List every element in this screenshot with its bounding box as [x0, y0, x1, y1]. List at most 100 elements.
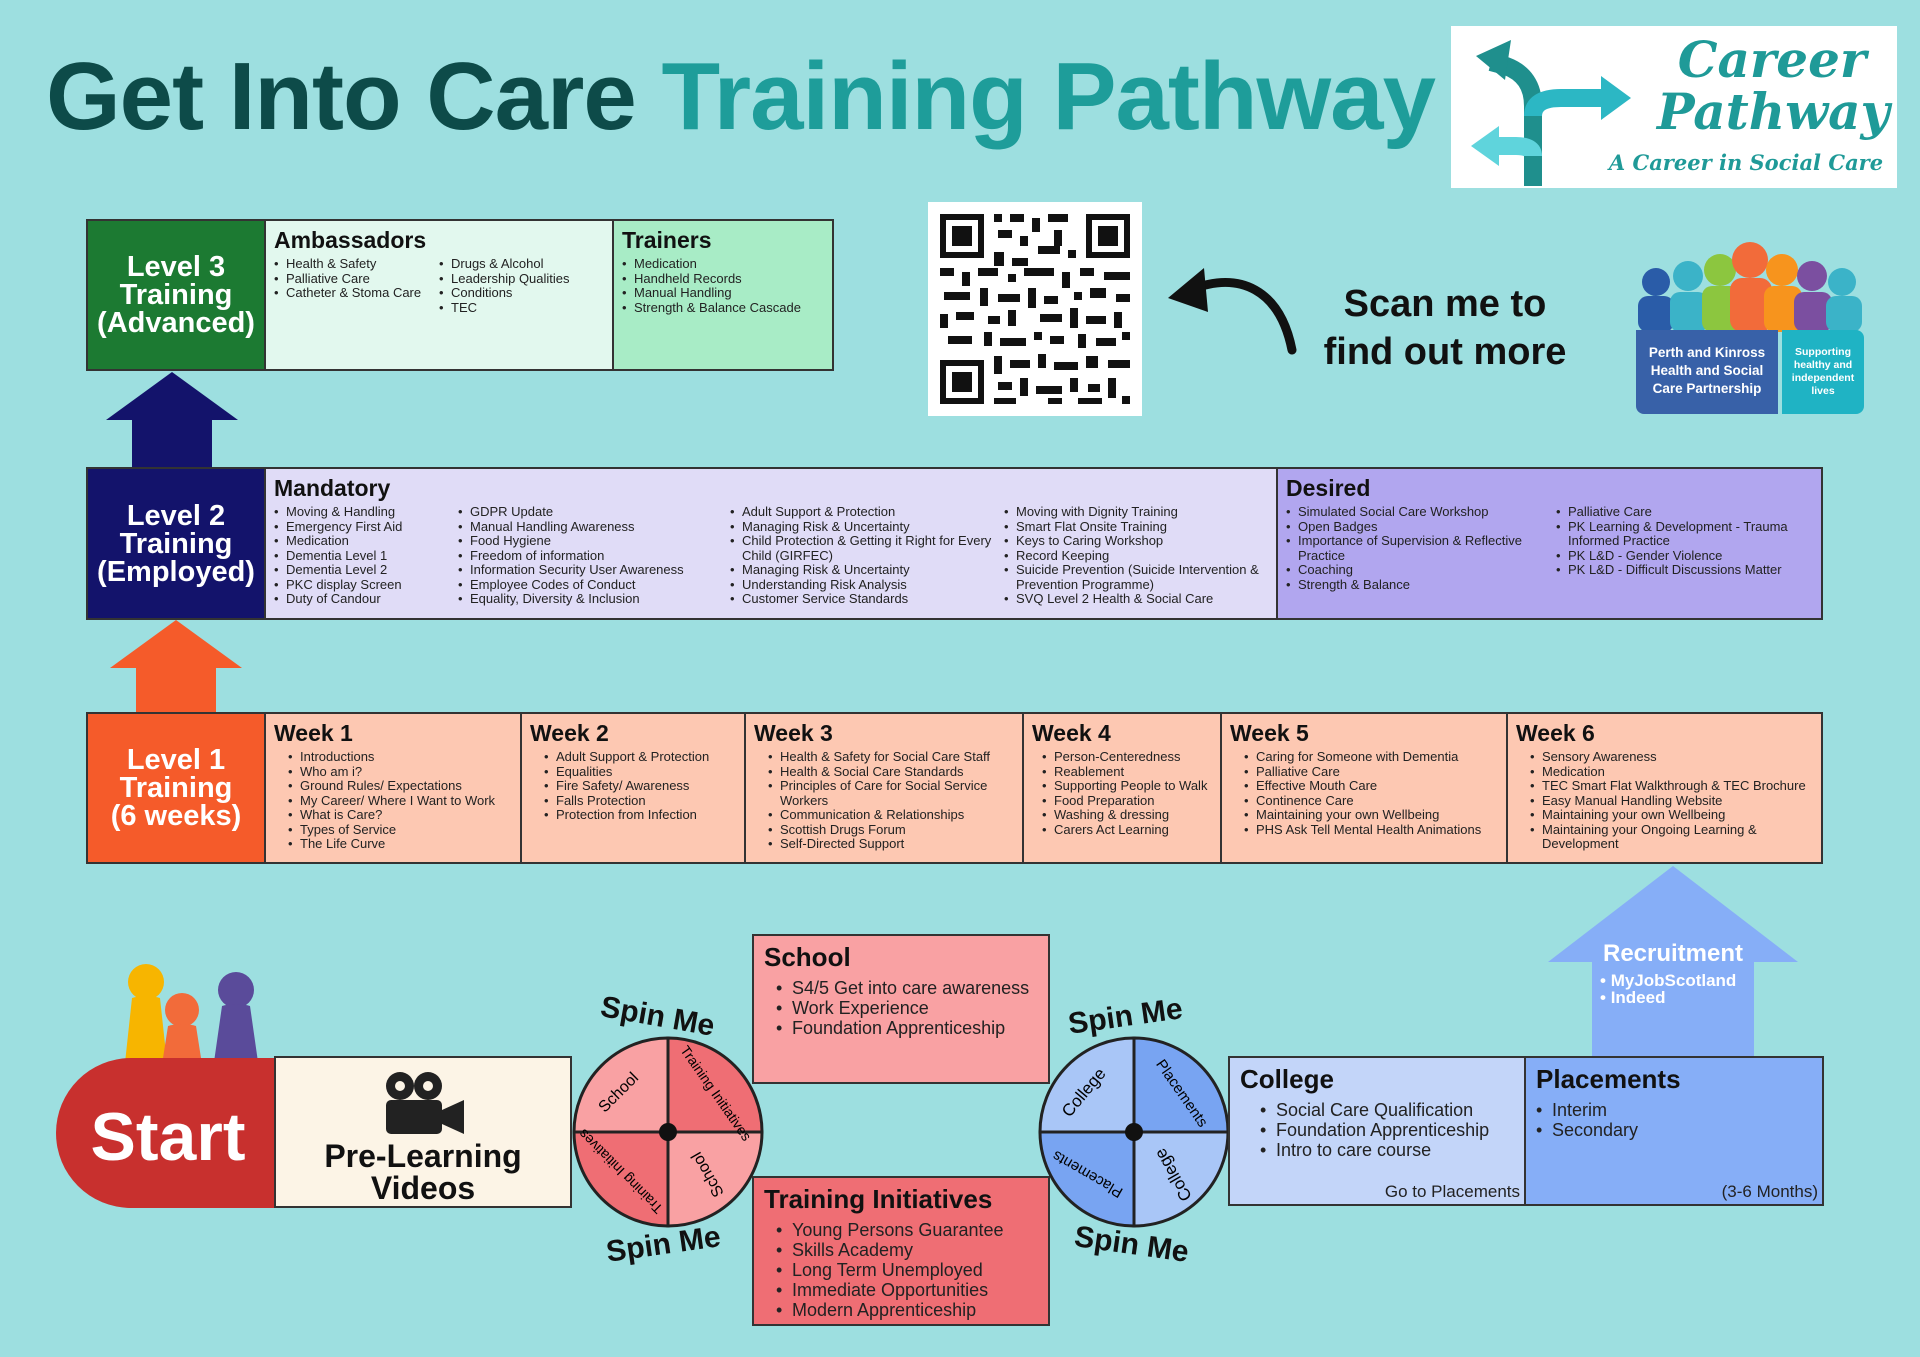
- curved-arrow-icon: [1168, 268, 1297, 355]
- list-item: Secondary: [1536, 1120, 1812, 1140]
- level3-label-line1: Level 3: [126, 251, 226, 283]
- list-item: Simulated Social Care Workshop: [1286, 504, 1556, 520]
- list-item: Fire Safety/ Awareness: [544, 778, 736, 794]
- list-item: Foundation Apprenticeship: [776, 1018, 1038, 1038]
- level3-label: Level 3 Training (Advanced): [86, 219, 266, 371]
- scan-line1: Scan me to: [1343, 283, 1547, 325]
- logo-line1: Career: [1677, 30, 1867, 89]
- level1-label: Level 1 Training (6 weeks): [86, 712, 266, 864]
- people-group-icon: [1638, 242, 1862, 332]
- recruitment-title: Recruitment: [1602, 940, 1744, 967]
- pre-learning-line2: Videos: [370, 1170, 476, 1206]
- week1-panel: Week 1 Introductions Who am i? Ground Ru…: [266, 712, 522, 864]
- list-item: GDPR Update: [458, 504, 730, 520]
- list-item: TEC: [439, 300, 604, 316]
- myjobscotland-link[interactable]: MyJobScotland: [1610, 971, 1737, 990]
- list-item: Customer Service Standards: [730, 591, 1004, 607]
- list-item: Strength & Balance Cascade: [622, 300, 824, 316]
- level2-label: Level 2 Training (Employed): [86, 467, 266, 620]
- list-item: PK L&D - Difficult Discussions Matter: [1556, 562, 1813, 578]
- week3-panel: Week 3 Health & Safety for Social Care S…: [746, 712, 1024, 864]
- start-label: Start: [90, 1099, 246, 1175]
- list-item: Medication: [1530, 764, 1813, 780]
- list-item: Equalities: [544, 764, 736, 780]
- list-item: Immediate Opportunities: [776, 1280, 1038, 1300]
- desired-panel: Desired Simulated Social Care Workshop O…: [1278, 467, 1823, 620]
- list-item: PK L&D - Gender Violence: [1556, 548, 1813, 564]
- week5-panel: Week 5 Caring for Someone with Dementia …: [1222, 712, 1508, 864]
- mandatory-col2: GDPR Update Manual Handling Awareness Fo…: [458, 504, 730, 607]
- list-item: Continence Care: [1244, 793, 1498, 809]
- list-item[interactable]: • Indeed: [1600, 988, 1666, 1007]
- recruitment-arrow-icon: [1548, 866, 1798, 1058]
- list-item: Sensory Awareness: [1530, 749, 1813, 765]
- trainers-panel: Trainers Medication Handheld Records Man…: [614, 219, 834, 371]
- list-item: Supporting People to Walk: [1042, 778, 1212, 794]
- list-item: Emergency First Aid: [274, 519, 458, 535]
- video-camera-icon: [386, 1072, 464, 1134]
- list-item: TEC Smart Flat Walkthrough & TEC Brochur…: [1530, 778, 1813, 794]
- list-item: Reablement: [1042, 764, 1212, 780]
- list-item: PK Learning & Development - Trauma Infor…: [1556, 519, 1813, 549]
- mandatory-col3: Adult Support & Protection Managing Risk…: [730, 504, 1004, 607]
- level2-label-line1: Level 2: [126, 499, 226, 532]
- list-item: Types of Service: [288, 822, 512, 838]
- list-item: Carers Act Learning: [1042, 822, 1212, 838]
- list-item: Social Care Qualification: [1260, 1100, 1514, 1120]
- list-item: Health & Safety: [274, 256, 439, 272]
- level1-label-line2: Training: [119, 772, 233, 804]
- title-part1: Get Into Care: [46, 43, 637, 150]
- college-box: College Social Care Qualification Founda…: [1228, 1056, 1526, 1206]
- level3-label-line2: Training: [119, 279, 233, 311]
- list-item: Skills Academy: [776, 1240, 1038, 1260]
- duration-note: (3-6 Months): [1721, 1182, 1818, 1201]
- list-item: Medication: [274, 533, 458, 549]
- placements-title: Placements: [1536, 1064, 1681, 1094]
- list-item: Falls Protection: [544, 793, 736, 809]
- list-item: Food Hygiene: [458, 533, 730, 549]
- list-item: Manual Handling: [622, 285, 824, 301]
- scan-line2: find out more: [1323, 331, 1567, 373]
- week2-panel: Week 2 Adult Support & Protection Equali…: [522, 712, 746, 864]
- list-item: The Life Curve: [288, 836, 512, 852]
- start-tile[interactable]: Start: [56, 1058, 280, 1208]
- list-item: What is Care?: [288, 807, 512, 823]
- list-item: Scottish Drugs Forum: [768, 822, 1014, 838]
- spinner-school-training[interactable]: School Training Initiatives Training Ini…: [572, 1036, 764, 1228]
- qr-code-icon: [940, 214, 1130, 404]
- list-item: Maintaining your own Wellbeing: [1530, 807, 1813, 823]
- list-item: Strength & Balance: [1286, 577, 1556, 593]
- indeed-link[interactable]: Indeed: [1610, 988, 1666, 1007]
- list-item: Maintaining your Ongoing Learning & Deve…: [1530, 822, 1813, 852]
- list-item: Open Badges: [1286, 519, 1556, 535]
- list-item: Maintaining your own Wellbeing: [1244, 807, 1498, 823]
- list-item: Freedom of information: [458, 548, 730, 564]
- title-part2: Training Pathway: [661, 43, 1436, 150]
- list-item: Managing Risk & Uncertainty: [730, 519, 1004, 535]
- list-item: Young Persons Guarantee: [776, 1220, 1038, 1240]
- list-item: Self-Directed Support: [768, 836, 1014, 852]
- list-item: Food Preparation: [1042, 793, 1212, 809]
- qr-code[interactable]: [928, 202, 1142, 416]
- list-item: Medication: [622, 256, 824, 272]
- level2-label-line3: (Employed): [97, 555, 255, 588]
- up-arrow-level2-icon: [106, 372, 238, 468]
- level2-label-line2: Training: [119, 527, 233, 560]
- week6-title: Week 6: [1516, 720, 1595, 746]
- list-item: Keys to Caring Workshop: [1004, 533, 1268, 549]
- list-item: Palliative Care: [1556, 504, 1813, 520]
- recruitment-block: Recruitment • MyJobScotland • Indeed: [1590, 940, 1756, 1006]
- signpost-arrows-icon: [1471, 40, 1631, 186]
- spinner-college-placements[interactable]: College Placements Placements College: [1038, 1036, 1230, 1228]
- list-item[interactable]: • MyJobScotland: [1600, 971, 1737, 990]
- list-item: Catheter & Stoma Care: [274, 285, 439, 301]
- list-item: Person-Centeredness: [1042, 749, 1212, 765]
- list-item: Health & Safety for Social Care Staff: [768, 749, 1014, 765]
- list-item: Equality, Diversity & Inclusion: [458, 591, 730, 607]
- list-item: Dementia Level 1: [274, 548, 458, 564]
- ambassadors-panel: Ambassadors Health & Safety Palliative C…: [266, 219, 614, 371]
- list-item: Who am i?: [288, 764, 512, 780]
- pre-learning-videos-tile[interactable]: Pre-Learning Videos: [274, 1056, 572, 1208]
- list-item: Work Experience: [776, 998, 1038, 1018]
- week4-title: Week 4: [1032, 720, 1111, 746]
